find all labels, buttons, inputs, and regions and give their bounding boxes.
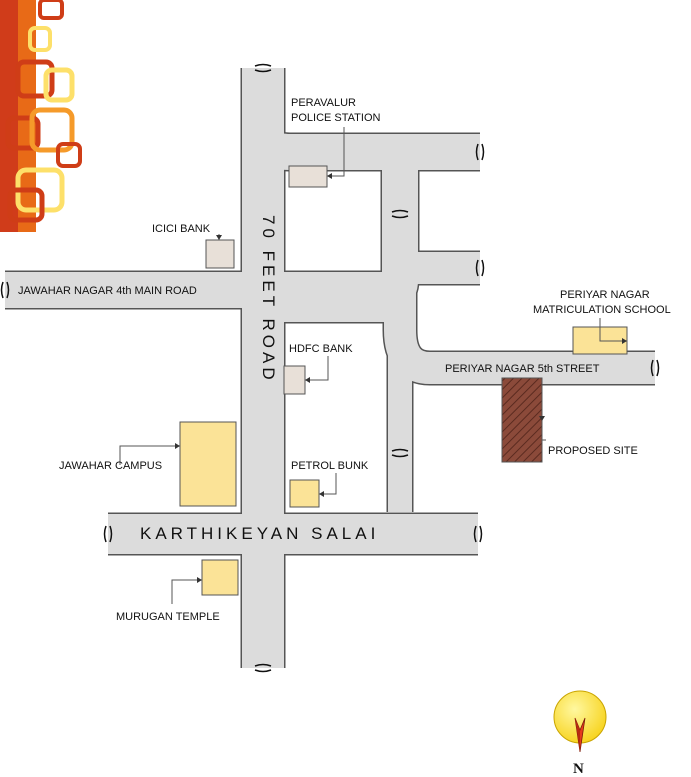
- road-label-karthikeyan-salai: KARTHIKEYAN SALAI: [140, 524, 379, 543]
- periyar-school-label-line1: PERIYAR NAGAR: [560, 289, 650, 301]
- jawahar-campus-label: JAWAHAR CAMPUS: [59, 460, 162, 472]
- road-end-tick: [475, 259, 485, 277]
- road-label-periyar-nagar-5th-street: PERIYAR NAGAR 5th STREET: [445, 363, 600, 375]
- leader-arrowheads: [175, 173, 627, 583]
- hdfc-bank-building: [283, 365, 306, 395]
- petrol-bunk-label: PETROL BUNK: [291, 460, 369, 472]
- road-label-70-feet-road: 70 FEET ROAD: [259, 215, 278, 384]
- icici-bank-building: [205, 239, 235, 269]
- petrol-bunk-building: [289, 479, 320, 508]
- road-network: [5, 68, 655, 668]
- police-station-label-line1: PERAVALUR: [291, 97, 356, 109]
- corner-decoration: [0, 0, 82, 232]
- police-station-label-line2: POLICE STATION: [291, 112, 380, 124]
- hdfc-bank-label: HDFC BANK: [289, 343, 353, 355]
- road-end-tick: [650, 359, 660, 377]
- road-end-tick: [475, 143, 485, 161]
- icici-bank-label: ICICI BANK: [152, 223, 211, 235]
- road-inner-lower: [263, 298, 412, 512]
- murugan-temple-building: [201, 559, 239, 596]
- proposed-site-label: PROPOSED SITE: [548, 445, 638, 457]
- police-station-building: [288, 165, 328, 188]
- north-compass: N: [553, 690, 607, 777]
- road-end-tick: [103, 525, 113, 543]
- road-end-tick: [391, 448, 409, 458]
- road-end-tick: [391, 209, 409, 219]
- road-label-jawahar-nagar-4th-main: JAWAHAR NAGAR 4th MAIN ROAD: [18, 285, 197, 297]
- compass-north-label: N: [573, 761, 584, 777]
- road-end-markers: [0, 63, 660, 673]
- road-end-tick: [254, 663, 272, 673]
- road-end-tick: [473, 525, 483, 543]
- murugan-temple-label: MURUGAN TEMPLE: [116, 611, 220, 623]
- road-inner-top: [245, 90, 480, 170]
- road-end-tick: [0, 281, 10, 299]
- road-end-tick: [254, 63, 272, 73]
- proposed-site: [501, 377, 543, 463]
- periyar-school-label-line2: MATRICULATION SCHOOL: [533, 304, 671, 316]
- jawahar-campus-building: [179, 421, 237, 507]
- leader-lines: [119, 127, 627, 604]
